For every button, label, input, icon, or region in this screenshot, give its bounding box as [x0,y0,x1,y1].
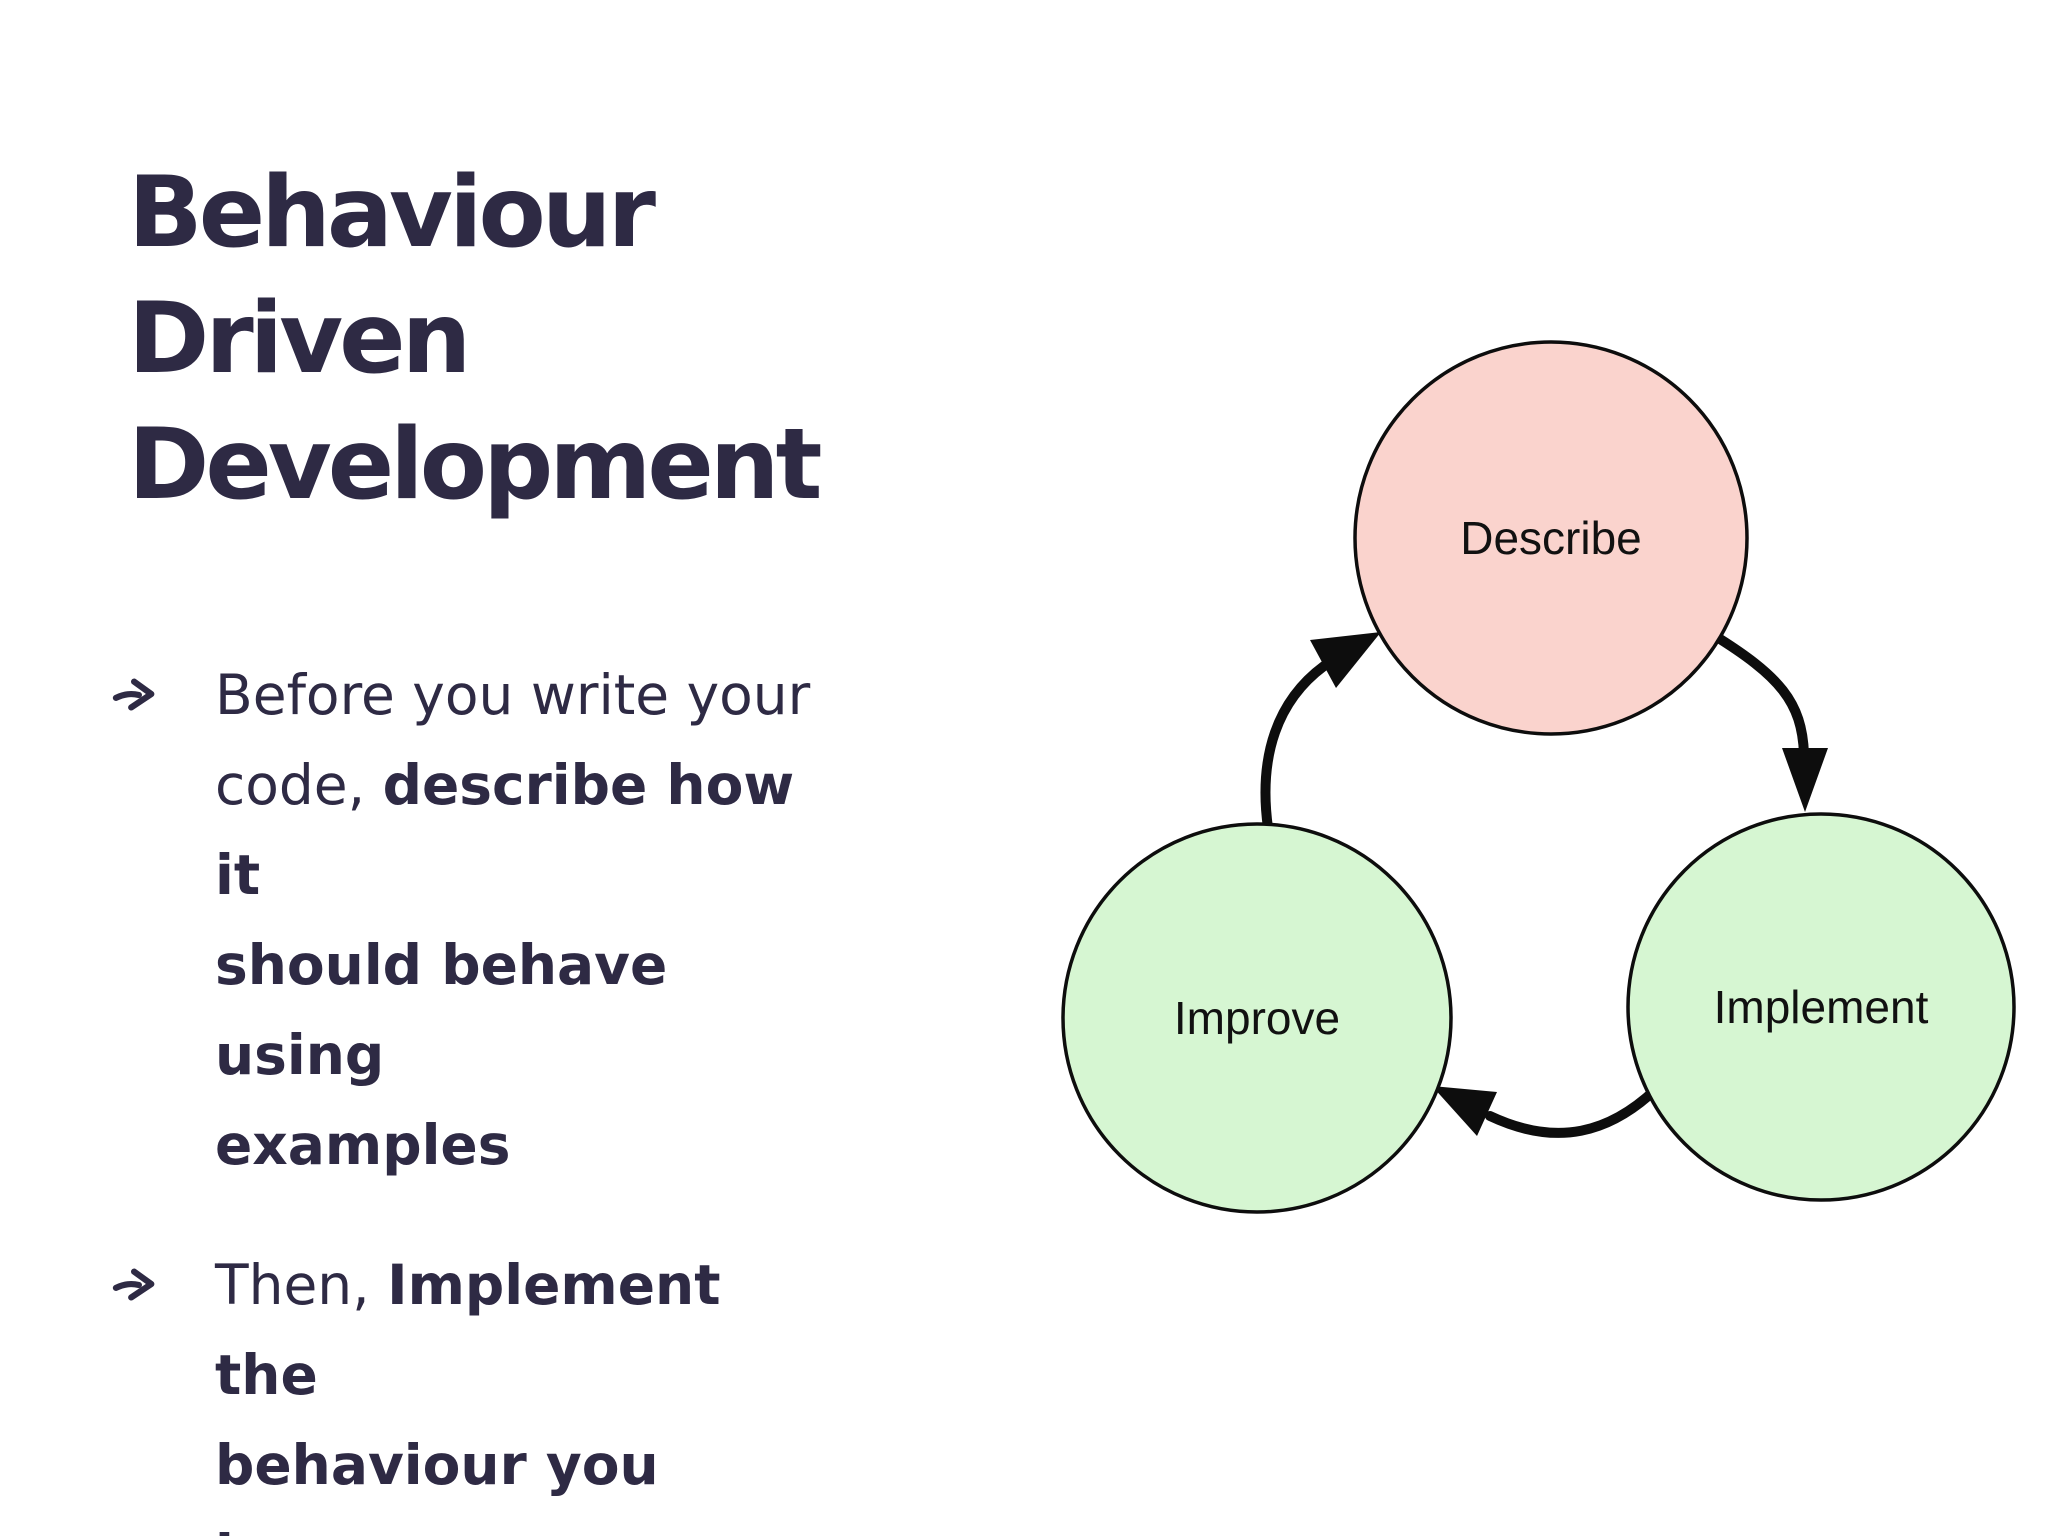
edge-improve-to-describe [1260,632,1381,833]
describe-circle [1353,340,1749,736]
bullet-text: Then, Implement the behaviour you have d… [215,1240,812,1536]
implement-label: Implement [1714,981,1929,1033]
bullet-text-bold: Implement the behaviour you have describ… [215,1253,721,1536]
hand-drawn-right-arrow-icon [112,674,160,716]
edge-implement-to-improve [1432,1085,1660,1138]
edge-curve [1485,1085,1660,1138]
edge-curve [1260,661,1329,833]
implement-circle [1626,812,2016,1202]
edge-describe-to-implement [1707,629,1828,812]
arrowhead-down-icon [1782,748,1828,812]
hand-drawn-right-arrow-icon [112,1264,160,1306]
bullet-text-normal: Before you write your code, [215,663,811,817]
node-implement: Implement [1626,812,2016,1202]
describe-label: Describe [1460,512,1642,564]
edge-curve [1707,629,1809,759]
node-improve: Improve [1061,822,1453,1214]
bullet-text-normal: Then, [215,1253,388,1317]
bullet-text-bold: describe how it should behave using exam… [215,753,795,1177]
bullet-list: Before you write your code, describe how… [112,650,812,1536]
bullet-item-2: Then, Implement the behaviour you have d… [112,1240,812,1536]
slide-title: Behaviour Driven Development [128,156,822,522]
node-describe: Describe [1353,340,1749,736]
arrowhead-up-right-icon [1310,632,1381,688]
improve-circle [1061,822,1453,1214]
bullet-text: Before you write your code, describe how… [215,650,812,1190]
bullet-item-1: Before you write your code, describe how… [112,650,812,1190]
improve-label: Improve [1174,992,1340,1044]
arrowhead-left-icon [1432,1086,1497,1136]
